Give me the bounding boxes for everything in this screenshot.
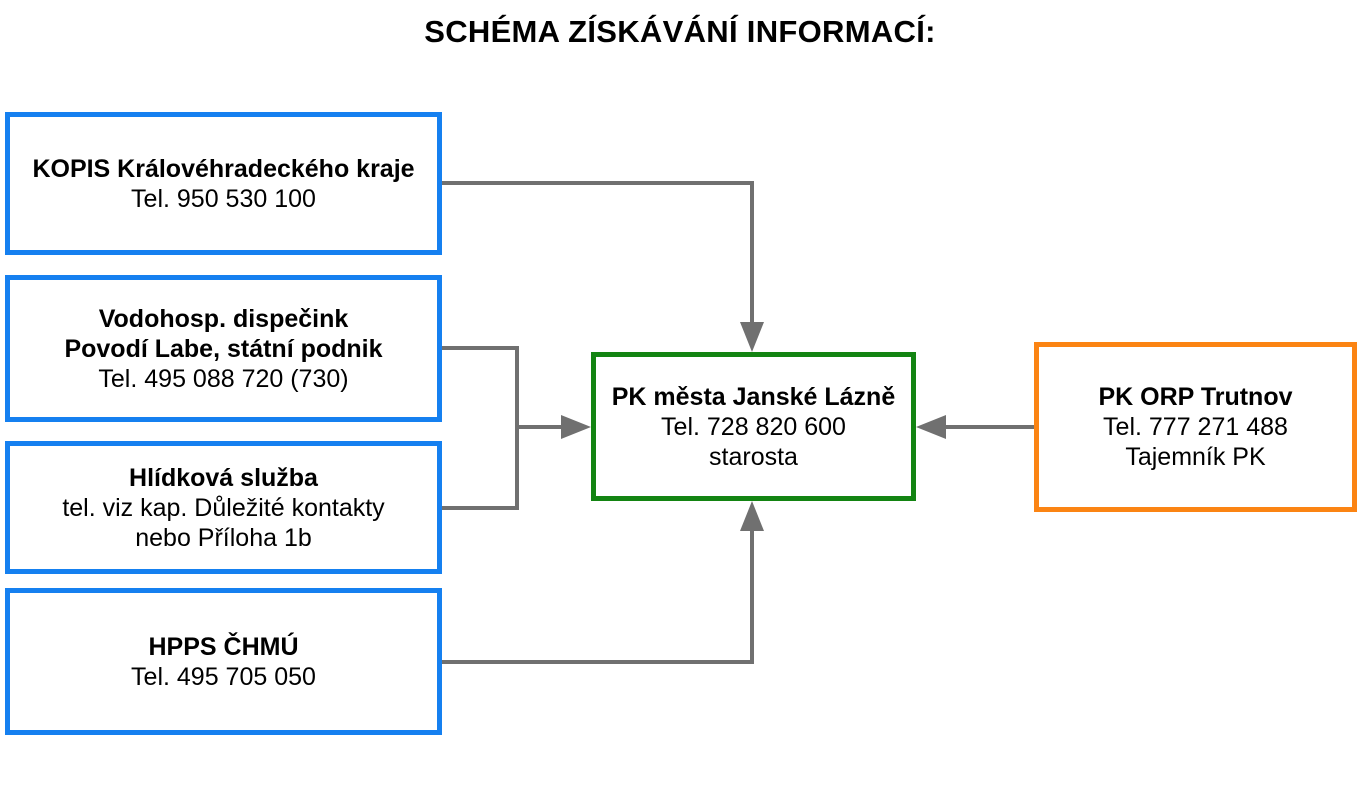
- node-pk-orp-phone: Tel. 777 271 488: [1103, 413, 1288, 441]
- node-kopis-name: KOPIS Královéhradeckého kraje: [32, 154, 415, 183]
- node-hlidkova-info-line2: nebo Příloha 1b: [135, 523, 312, 552]
- node-vodohosp-name-line1: Vodohosp. dispečink: [98, 304, 349, 333]
- connector-kopis-to-pk-mesta: [442, 181, 754, 324]
- node-hlidkova: Hlídková služba tel. viz kap. Důležité k…: [5, 441, 442, 574]
- arrowhead-up: [740, 501, 764, 531]
- node-vodohosp-phone: Tel. 495 088 720 (730): [98, 364, 349, 393]
- node-hpps-name: HPPS ČHMÚ: [148, 632, 299, 661]
- diagram-title: SCHÉMA ZÍSKÁVÁNÍ INFORMACÍ:: [424, 14, 936, 49]
- node-kopis: KOPIS Královéhradeckého kraje Tel. 950 5…: [5, 112, 442, 255]
- connector-hpps-to-pk-mesta: [442, 529, 754, 664]
- node-pk-orp: PK ORP Trutnov Tel. 777 271 488 Tajemník…: [1034, 342, 1357, 512]
- node-hpps-phone: Tel. 495 705 050: [131, 662, 316, 691]
- connector-vodohosp-to-junction: [442, 346, 519, 510]
- node-vodohosp-name-line2: Povodí Labe, státní podnik: [64, 334, 383, 363]
- arrowhead-left: [916, 415, 946, 439]
- node-pk-mesta: PK města Janské Lázně Tel. 728 820 600 s…: [591, 352, 916, 501]
- node-pk-mesta-name: PK města Janské Lázně: [611, 382, 896, 411]
- node-hlidkova-info-line1: tel. viz kap. Důležité kontakty: [62, 493, 385, 522]
- arrowhead-down: [740, 322, 764, 352]
- node-hpps: HPPS ČHMÚ Tel. 495 705 050: [5, 588, 442, 735]
- node-pk-mesta-phone: Tel. 728 820 600: [661, 412, 846, 441]
- arrowhead-right: [561, 415, 591, 439]
- node-kopis-phone: Tel. 950 530 100: [131, 184, 316, 213]
- node-pk-mesta-role: starosta: [709, 442, 798, 471]
- node-pk-orp-name: PK ORP Trutnov: [1098, 383, 1293, 411]
- node-vodohosp: Vodohosp. dispečink Povodí Labe, státní …: [5, 275, 442, 422]
- node-pk-orp-role: Tajemník PK: [1125, 443, 1266, 471]
- node-hlidkova-name: Hlídková služba: [129, 463, 318, 492]
